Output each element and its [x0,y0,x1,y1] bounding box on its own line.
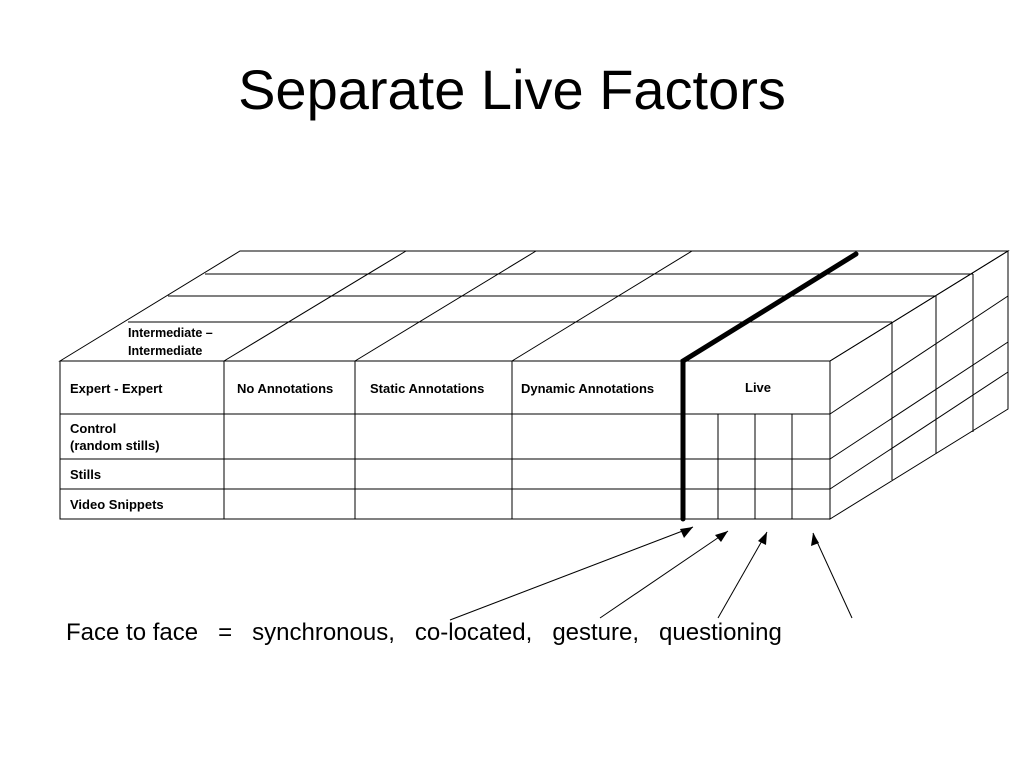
arrowhead-gesture [758,532,767,545]
arrowhead-synchronous [680,527,693,538]
header-dynamic-annotations: Dynamic Annotations [521,381,654,396]
right-row-line [829,341,1009,460]
caption-term-synchronous: synchronous, [252,619,395,646]
arrow-questioning [812,532,853,619]
header-static-annotations: Static Annotations [370,381,484,396]
caption: Face to face = synchronous, co-located, … [66,621,782,645]
header-no-annotations: No Annotations [237,381,333,396]
arrow-co-located [599,530,729,619]
caption-term-questioning: questioning [659,619,782,646]
top-row-label-line1: Intermediate – [128,326,213,340]
live-divider-line [680,251,859,522]
right-face [829,250,1009,520]
caption-term-co-located: co-located, [414,619,533,646]
slide-title: Separate Live Factors [238,58,786,121]
top-col-line [223,250,407,362]
right-row-line [829,371,1009,490]
header-expert-expert: Expert - Expert [70,381,163,396]
top-col-line [354,250,537,362]
arrow-gesture [717,531,768,619]
caption-term-gesture: gesture, [552,619,640,646]
caption-equals: = [218,619,233,646]
caption-lhs: Face to face [66,619,199,646]
arrowhead-co-located [715,531,728,542]
row-label-control-sub: (random stills) [70,438,160,453]
arrow-synchronous [449,526,694,621]
header-live: Live [745,380,771,395]
row-label-control: Control [70,421,116,436]
top-col-line [511,250,693,362]
right-row-line [829,295,1009,415]
row-label-video-snippets: Video Snippets [70,497,164,512]
row-label-stills: Stills [70,467,101,482]
arrowhead-questioning [811,533,819,546]
top-row-label-line2: Intermediate [128,344,202,358]
